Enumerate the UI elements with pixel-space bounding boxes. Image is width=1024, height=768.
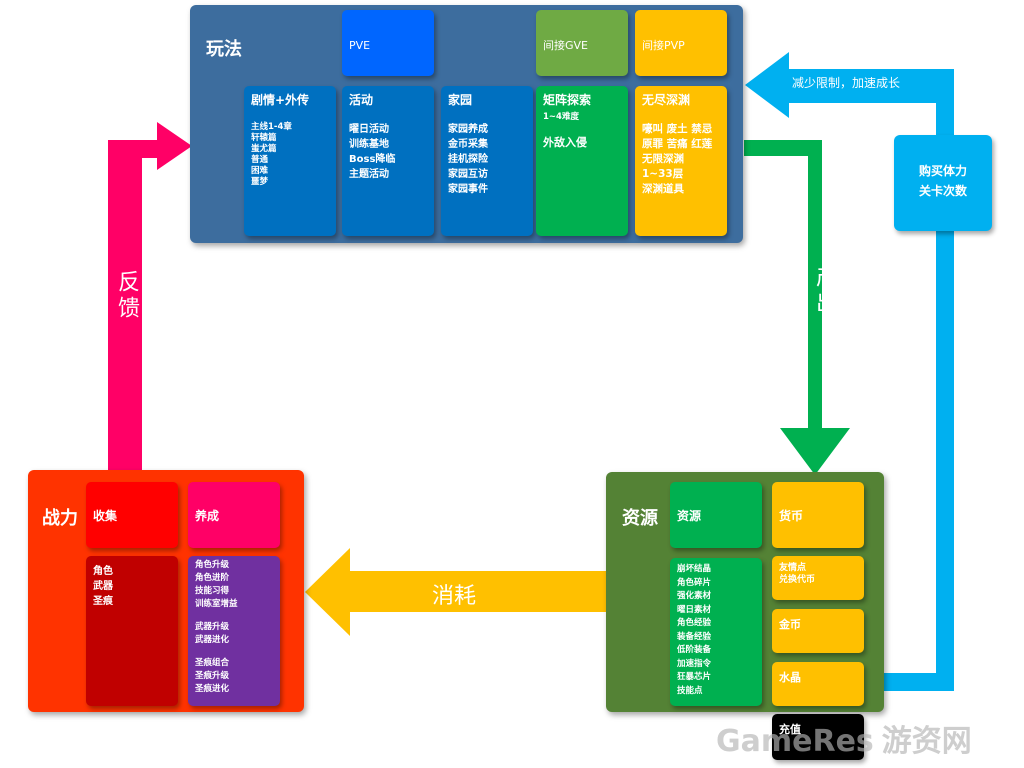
output-arrow [744,140,850,475]
res-item: 低阶装备 [677,645,712,655]
recharge-card: 充值 [772,714,864,760]
abyss-card: 无尽深渊 嚎叫 废土 禁忌 原罪 苦痛 红莲 无限深渊 1~33层 深渊道具 [635,86,727,236]
matrix-card: 矩阵探索 1~4难度 外敌入侵 [536,86,628,236]
res-item: 角色碎片 [677,577,712,588]
story-item: 普通 [251,155,269,165]
consume-label: 消耗 [432,584,477,609]
res-item: 狂暴芯片 [677,672,712,682]
buy-line: 购买体力 [918,164,967,178]
story-item: 主线1-4章 [251,122,292,132]
watermark-text: GameRes [716,724,874,759]
crystal-label: 水晶 [779,671,801,684]
gold-label: 金币 [779,618,801,631]
cultivate-item: 圣痕升级 [195,671,230,681]
friend-line: 兑换代币 [779,575,816,585]
currency-header: 货币 [772,482,864,548]
gve-header: 间接GVE [536,10,628,76]
res-header: 资源 [670,482,762,548]
recharge-label: 充值 [779,723,801,736]
home-item: 金币采集 [448,139,488,150]
cultivate-item: 训练室增益 [195,599,238,609]
story-item: 蚩尤篇 [251,144,277,154]
collect-header: 收集 [86,482,178,548]
cultivate-item: 角色升级 [195,560,230,570]
gold-card: 金币 [772,609,864,653]
collect-item: 武器 [93,581,113,592]
pvp-header: 间接PVP [635,10,727,76]
story-item: 噩梦 [251,177,269,187]
activity-item: 主题活动 [349,169,389,180]
cultivate-item: 角色进阶 [195,573,230,583]
res-item: 装备经验 [677,631,712,642]
consume-arrow [305,548,606,636]
abyss-item: 深渊道具 [642,183,684,195]
collect-item: 角色 [93,566,113,577]
home-item: 家园养成 [448,124,488,135]
play-title: 玩法 [206,39,242,60]
res-list-card: 崩坏结晶 角色碎片 强化素材 曜日素材 角色经验 装备经验 低阶装备 加速指令 … [670,558,762,706]
friend-card: 友情点 兑换代币 [772,556,864,600]
abyss-item: 无限深渊 [642,153,684,165]
crystal-card: 水晶 [772,662,864,706]
abyss-item: 1~33层 [642,168,684,180]
feedback-arrow [108,122,192,475]
story-item: 困难 [251,166,269,176]
res-item: 曜日素材 [677,604,712,615]
home-item: 家园事件 [448,184,488,195]
story-card: 剧情+外传 主线1-4章 轩辕篇 蚩尤篇 普通 困难 噩梦 [244,86,336,236]
res-item: 技能点 [677,685,703,696]
cultivate-item: 武器升级 [195,622,230,632]
res-item: 角色经验 [677,618,712,628]
cultivate-item: 技能习得 [195,586,230,596]
home-item: 家园互访 [448,169,488,180]
cultivate-item: 圣痕进化 [195,684,230,694]
cultivate-item: 武器进化 [195,635,230,645]
friend-line: 友情点 [779,563,807,573]
pve-header: PVE [342,10,434,76]
feedback-label: 反馈 [114,270,139,322]
matrix-line2: 外敌入侵 [543,136,587,149]
res-item: 崩坏结晶 [677,564,712,574]
matrix-sub: 1~4难度 [543,112,579,122]
reduce-label: 减少限制，加速成长 [792,76,901,90]
cultivate-header: 养成 [188,482,280,548]
cultivate-card: 角色升级 角色进阶 技能习得 训练室增益 武器升级 武器进化 圣痕组合 圣痕升级… [188,556,280,706]
power-title: 战力 [42,508,78,529]
activity-item: 曜日活动 [349,124,389,135]
home-item: 挂机探险 [448,154,488,165]
cultivate-item: 圣痕组合 [195,658,230,668]
watermark-cn: 游资网 [881,724,972,759]
output-label: 产出 [812,265,837,317]
collect-item: 圣痕 [93,596,113,607]
story-item: 轩辕篇 [251,133,277,143]
res-item: 加速指令 [677,658,712,669]
buy-box: 购买体力 关卡次数 [894,135,992,231]
activity-item: Boss降临 [349,154,396,165]
abyss-item: 嚎叫 废土 禁忌 [642,123,713,135]
activity-card: 活动 曜日活动 训练基地 Boss降临 主题活动 [342,86,434,236]
buy-line: 关卡次数 [918,184,967,198]
res-item: 强化素材 [677,591,712,601]
collect-card: 角色 武器 圣痕 [86,556,178,706]
activity-item: 训练基地 [349,139,389,150]
abyss-item: 原罪 苦痛 红莲 [642,138,713,150]
home-card: 家园 家园养成 金币采集 挂机探险 家园互访 家园事件 [441,86,533,236]
resource-title: 资源 [622,508,658,529]
